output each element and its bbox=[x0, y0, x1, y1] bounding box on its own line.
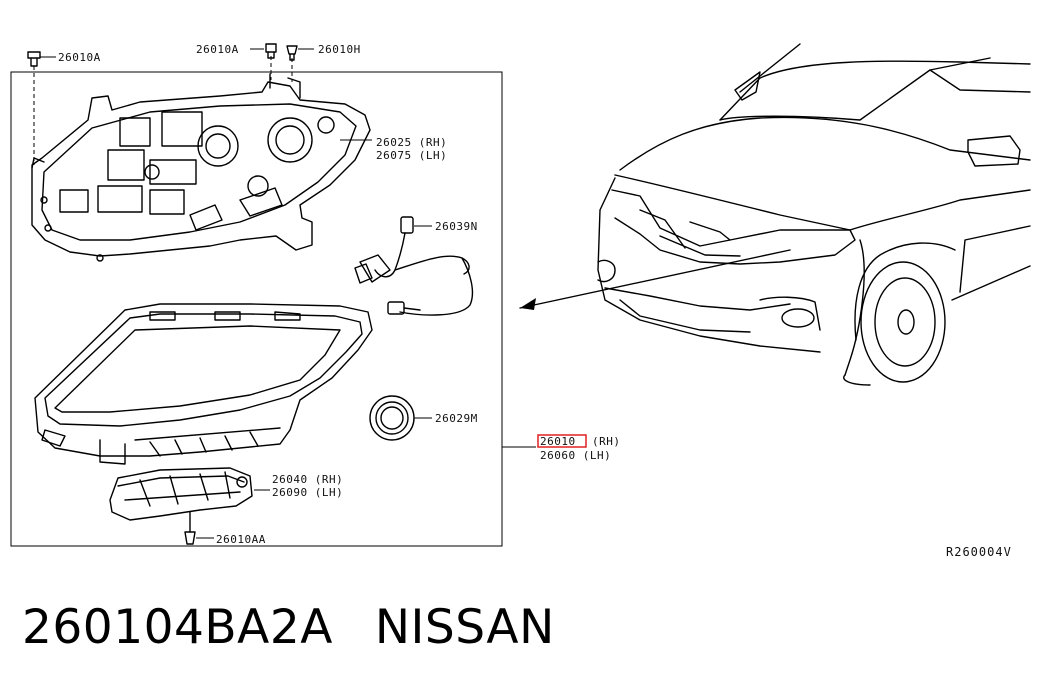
callout-26039n: 26039N bbox=[435, 220, 478, 233]
vehicle-sketch bbox=[519, 43, 1031, 386]
callout-26010h: 26010H bbox=[318, 43, 361, 56]
callout-26010a-top: 26010A bbox=[196, 43, 239, 56]
callout-housing-rh: 26025 (RH) bbox=[376, 136, 447, 149]
callout-leaders bbox=[40, 48, 536, 539]
wiring-harness bbox=[354, 216, 474, 316]
housing-fasteners bbox=[27, 43, 298, 165]
callout-26060-lh: 26060 (LH) bbox=[540, 449, 611, 462]
callout-26010-side: (RH) bbox=[592, 435, 621, 448]
callout-bracket-rh: 26040 (RH) bbox=[272, 473, 343, 486]
parts-frame bbox=[10, 71, 503, 547]
highlight-box bbox=[537, 434, 587, 448]
brand-name: NISSAN bbox=[374, 600, 555, 655]
part-number: 260104BA2A bbox=[22, 600, 333, 655]
part-caption: 260104BA2A NISSAN bbox=[22, 600, 555, 655]
diagram-reference: R260004V bbox=[946, 545, 1012, 559]
callout-26010-assy[interactable]: 26010 bbox=[540, 435, 576, 448]
callout-26029m: 26029M bbox=[435, 412, 478, 425]
callout-26010a-left: 26010A bbox=[58, 51, 101, 64]
lamp-bracket bbox=[109, 467, 253, 545]
lamp-cap bbox=[369, 395, 415, 441]
headlamp-housing bbox=[31, 73, 371, 262]
callout-26010aa: 26010AA bbox=[216, 533, 266, 546]
callout-housing-lh: 26075 (LH) bbox=[376, 149, 447, 162]
headlamp-lens bbox=[34, 303, 373, 465]
callout-bracket-lh: 26090 (LH) bbox=[272, 486, 343, 499]
